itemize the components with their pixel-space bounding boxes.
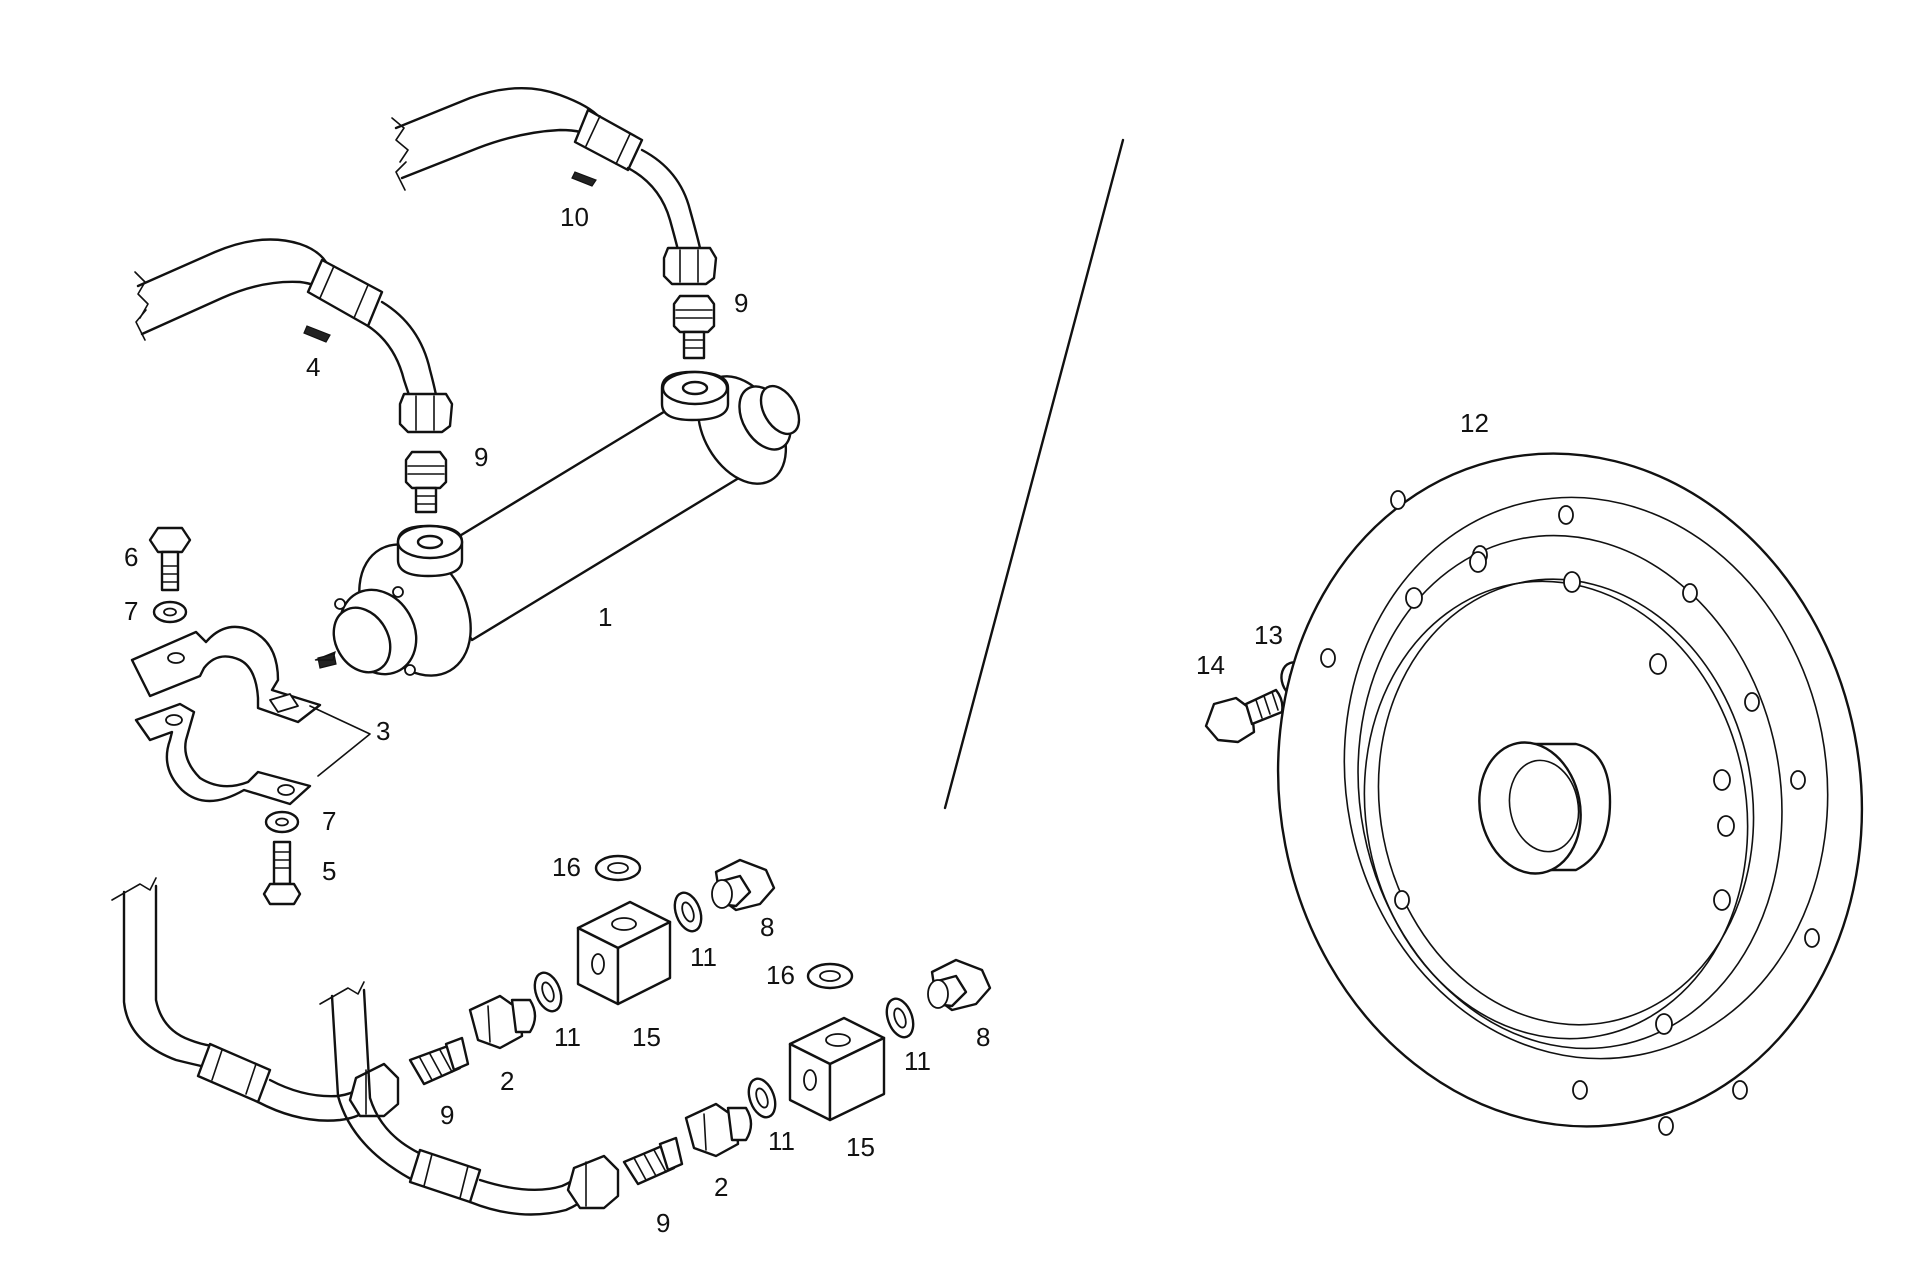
callout-10: 10 bbox=[560, 202, 589, 232]
block-15-b bbox=[788, 1016, 886, 1122]
bolt-14 bbox=[1204, 688, 1284, 744]
callout-4: 4 bbox=[306, 352, 320, 382]
callout-12: 12 bbox=[1460, 408, 1489, 438]
washer-16-b bbox=[806, 962, 854, 990]
callout-9-top-right: 9 bbox=[734, 288, 748, 318]
callout-6: 6 bbox=[124, 542, 138, 572]
oil-cooler-1 bbox=[314, 370, 801, 677]
hose-lower-left bbox=[111, 877, 400, 1122]
callout-16-a: 16 bbox=[552, 852, 581, 882]
fitting-9-upper-right bbox=[672, 294, 716, 360]
washer-11-d bbox=[885, 997, 915, 1039]
clamp-3-upper bbox=[130, 625, 322, 724]
separator-line bbox=[943, 138, 1125, 810]
callout-9-bottom-left: 9 bbox=[440, 1100, 454, 1130]
callout-7-lower: 7 bbox=[322, 806, 336, 836]
bolt-5 bbox=[262, 840, 302, 906]
callout-15-b: 15 bbox=[846, 1132, 875, 1162]
washer-7-lower bbox=[264, 810, 300, 834]
callout-13: 13 bbox=[1254, 620, 1283, 650]
washer-16-a bbox=[594, 854, 642, 882]
callout-11-b: 11 bbox=[690, 942, 717, 972]
adapter-2-right bbox=[684, 1102, 753, 1158]
callout-11-d: 11 bbox=[904, 1046, 931, 1076]
callout-8-b: 8 bbox=[976, 1022, 990, 1052]
adapter-2-left bbox=[468, 994, 537, 1050]
washer-11-a bbox=[533, 971, 563, 1013]
leader-3 bbox=[309, 705, 371, 777]
coupling-inner-holes bbox=[1405, 551, 1735, 1035]
callout-9-top-left: 9 bbox=[474, 442, 488, 472]
callout-15-a: 15 bbox=[632, 1022, 661, 1052]
washer-11-c bbox=[747, 1077, 777, 1119]
callout-1: 1 bbox=[598, 602, 612, 632]
callout-8-a: 8 bbox=[760, 912, 774, 942]
callout-11-c: 11 bbox=[768, 1126, 795, 1156]
callout-9-bottom-right: 9 bbox=[656, 1208, 670, 1238]
callout-7-upper: 7 bbox=[124, 596, 138, 626]
callout-14: 14 bbox=[1196, 650, 1225, 680]
plug-8-b bbox=[927, 958, 992, 1012]
callout-labels: 1 2 2 3 4 5 6 7 7 8 8 9 9 9 9 10 11 11 1… bbox=[124, 202, 1489, 1238]
callout-2-right: 2 bbox=[714, 1172, 728, 1202]
clamp-3-lower bbox=[134, 702, 312, 806]
plug-8-a bbox=[711, 858, 776, 912]
coupling-disc-12 bbox=[1276, 452, 1864, 1128]
callout-11-a: 11 bbox=[554, 1022, 581, 1052]
hose-lower-right bbox=[319, 981, 620, 1216]
block-15-a bbox=[576, 900, 672, 1006]
washer-11-b bbox=[673, 891, 703, 933]
fitting-9-upper-left bbox=[404, 450, 448, 514]
callout-3: 3 bbox=[376, 716, 390, 746]
washer-7-upper bbox=[152, 600, 188, 624]
callout-5: 5 bbox=[322, 856, 336, 886]
callout-2-left: 2 bbox=[500, 1066, 514, 1096]
fitting-9-lower-right bbox=[622, 1136, 684, 1186]
bolt-6 bbox=[148, 526, 192, 592]
callout-16-b: 16 bbox=[766, 960, 795, 990]
hose-4 bbox=[134, 238, 454, 434]
fitting-9-lower-left bbox=[408, 1036, 470, 1086]
hose-10 bbox=[391, 87, 718, 286]
